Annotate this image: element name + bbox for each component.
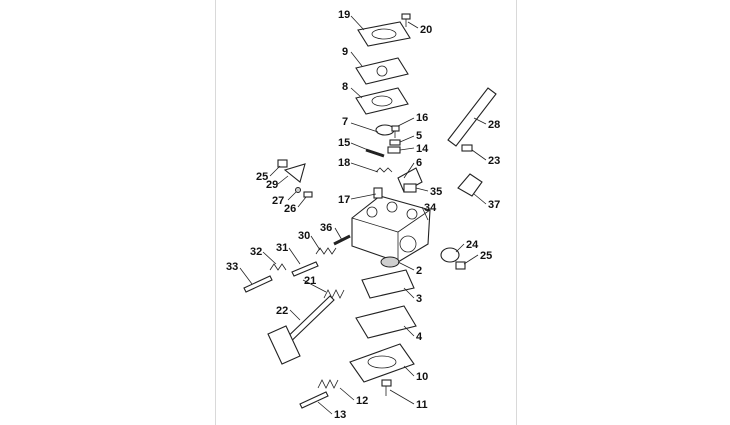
part-17-plug <box>373 187 383 199</box>
callout-13: 13 <box>334 409 346 421</box>
part-13-adjusting-screw <box>299 391 329 409</box>
part-12-spring <box>317 379 339 389</box>
part-7-screen <box>375 124 395 136</box>
callout-3: 3 <box>416 293 422 305</box>
part-21-spring <box>323 289 345 299</box>
callout-24: 24 <box>466 239 479 251</box>
callout-26: 26 <box>284 203 296 215</box>
callout-17: 17 <box>338 194 350 206</box>
part-28-fuel-line <box>447 87 497 147</box>
part-22-throttle-shaft <box>267 295 335 365</box>
part-29-plate <box>283 163 306 183</box>
part-37-elbow-fitting <box>457 173 483 197</box>
part-20-screw <box>401 13 411 27</box>
part-19-pump-cover <box>357 21 411 47</box>
callout-20: 20 <box>420 24 432 36</box>
part-8-gasket <box>355 87 409 115</box>
callout-22: 22 <box>276 305 288 317</box>
callout-31: 31 <box>276 242 288 254</box>
part-26-screw <box>303 191 313 198</box>
part-10-metering-cover <box>349 343 415 383</box>
callout-23: 23 <box>488 155 500 167</box>
callout-12: 12 <box>356 395 368 407</box>
callout-16: 16 <box>416 112 428 124</box>
part-32-spring <box>269 263 287 271</box>
callout-21: 21 <box>304 275 316 287</box>
part-15-pin <box>365 148 385 158</box>
part-9-diaphragm <box>355 57 409 85</box>
callout-35: 35 <box>430 186 442 198</box>
callout-5: 5 <box>416 130 422 142</box>
callout-19: 19 <box>338 9 350 21</box>
callout-27: 27 <box>272 195 284 207</box>
callout-7: 7 <box>342 116 348 128</box>
callout-15: 15 <box>338 137 350 149</box>
part-35-cap <box>403 183 417 193</box>
part-16-screw <box>391 125 400 138</box>
part-25-screw-right <box>455 261 466 270</box>
part-24-disc <box>440 247 460 263</box>
callout-28: 28 <box>488 119 500 131</box>
callout-11: 11 <box>416 399 428 411</box>
callout-32: 32 <box>250 246 262 258</box>
callout-33: 33 <box>226 261 238 273</box>
callout-10: 10 <box>416 371 428 383</box>
part-11-screw <box>381 379 392 396</box>
callout-25-lower: 25 <box>480 250 492 262</box>
callout-37: 37 <box>488 199 500 211</box>
part-33-adjusting-screw <box>243 275 273 293</box>
callout-14: 14 <box>416 143 429 155</box>
callout-6: 6 <box>416 157 422 169</box>
callout-30: 30 <box>298 230 310 242</box>
callout-36: 36 <box>320 222 332 234</box>
callout-2: 2 <box>416 265 422 277</box>
callout-4: 4 <box>416 331 423 343</box>
callout-29: 29 <box>266 179 278 191</box>
part-34-carburetor-body <box>351 195 431 263</box>
callout-labels: 19 20 9 8 28 7 16 5 15 14 23 18 6 25 29 … <box>226 9 500 421</box>
callout-25-upper: 25 <box>256 171 268 183</box>
callout-8: 8 <box>342 81 348 93</box>
diagram-frame <box>215 0 517 425</box>
part-4-metering-diaphragm <box>355 305 417 339</box>
part-31-adjusting-screw <box>291 261 319 277</box>
part-5-needle <box>389 139 401 146</box>
part-2-pump <box>380 256 400 268</box>
part-27-ball <box>295 187 301 193</box>
callout-9: 9 <box>342 46 348 58</box>
leader-lines <box>239 15 487 415</box>
callout-18: 18 <box>338 157 350 169</box>
part-23-nut <box>461 144 473 152</box>
callout-34: 34 <box>424 202 437 214</box>
part-14-lever <box>387 146 401 154</box>
part-18-spring <box>375 167 393 173</box>
part-25-screw-left <box>277 159 288 168</box>
part-3-gasket <box>361 269 415 299</box>
